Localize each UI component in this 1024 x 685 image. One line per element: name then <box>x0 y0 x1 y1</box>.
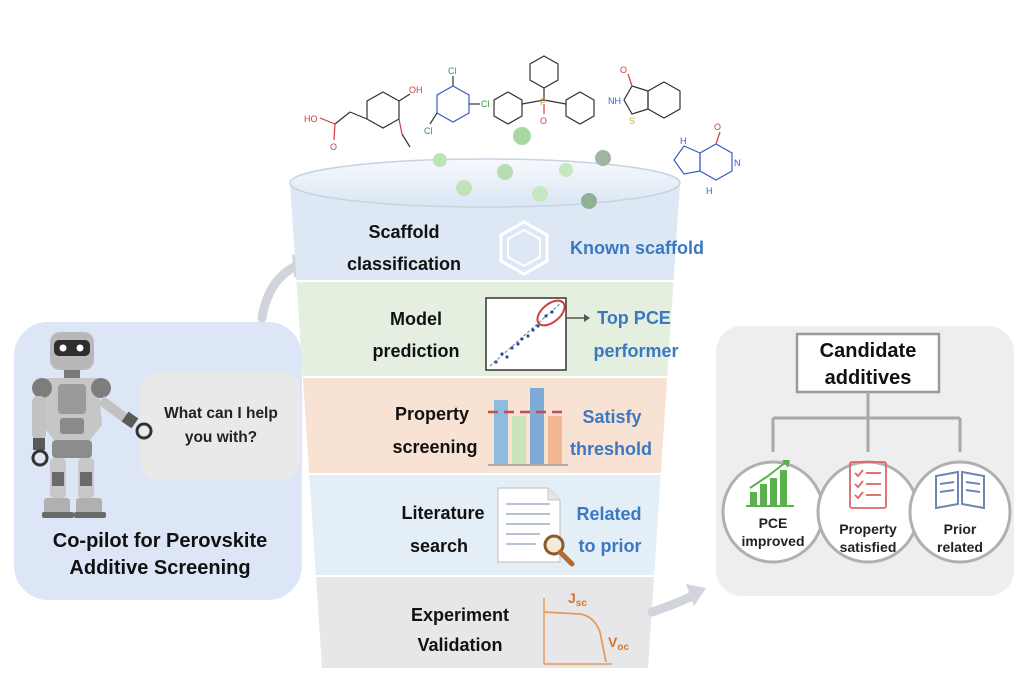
stage-5-label-line-2: Validation <box>417 635 502 655</box>
atom-label: Cl <box>448 66 457 76</box>
stage-4-result-line-2: to prior <box>579 536 642 556</box>
robot-icon <box>31 332 153 518</box>
atom-label: NH <box>608 96 621 106</box>
candidate-item-line-2: related <box>937 539 983 555</box>
stage-band-4 <box>290 474 680 576</box>
stage-5-label-line-1: Experiment <box>411 605 509 625</box>
copilot-title-line-2: Additive Screening <box>69 557 250 579</box>
triphenylphosphine-oxide-molecule <box>493 55 595 125</box>
atom-label: O <box>620 65 627 75</box>
stage-3-result-line-1: Satisfy <box>582 407 641 427</box>
bar-chart-threshold-icon <box>488 388 568 466</box>
stage-3-label-line-1: Property <box>395 404 469 424</box>
speech-bubble-line-1: What can I help <box>164 405 278 422</box>
arrow-right-icon <box>566 314 590 322</box>
hypoxanthine-molecule <box>673 131 733 181</box>
candidate-item-pce: PCE improved <box>721 460 825 564</box>
candidate-item-prior: Prior related <box>908 460 1012 564</box>
atom-label: S <box>629 116 635 126</box>
funnel-rim <box>289 158 681 208</box>
atom-label: N <box>734 158 741 168</box>
stage-1-result-line-1: Known scaffold <box>570 238 704 258</box>
benzisothiazolinone-molecule <box>623 73 681 119</box>
atom-label: HO <box>304 114 318 124</box>
growth-chart-icon <box>746 460 794 507</box>
open-book-icon <box>935 470 985 510</box>
atom-label: H <box>706 186 713 196</box>
stage-2-result-line-2: performer <box>593 341 678 361</box>
stage-band-3 <box>290 377 680 474</box>
atom-label: H <box>680 136 687 146</box>
molecule-structures: OH HO O Cl Cl Cl P O O <box>304 55 741 196</box>
candidate-title-line-1: Candidate <box>820 340 917 362</box>
jv-axis-y-label: Jsc <box>568 590 587 609</box>
atom-label: Cl <box>481 99 490 109</box>
atom-label: O <box>714 122 721 132</box>
stage-band-5 <box>290 576 680 668</box>
candidate-item-line-2: improved <box>741 533 804 549</box>
stage-3-result-line-2: threshold <box>570 439 652 459</box>
speech-bubble-line-2: you with? <box>185 429 257 446</box>
stage-4-result-line-1: Related <box>576 504 641 524</box>
molecule-particles <box>433 127 611 209</box>
checklist-icon <box>849 461 887 509</box>
benzene-scaffold-icon <box>499 220 549 276</box>
candidate-item-property: Property satisfied <box>816 460 920 564</box>
tree-connectors <box>771 392 962 452</box>
candidates-panel: Candidate additives PCE improved <box>716 326 1014 596</box>
jv-axis-x-label: Voc <box>608 634 629 653</box>
arrow-funnel-to-candidates <box>647 584 706 617</box>
stage-4-label-line-2: search <box>410 536 468 556</box>
stage-4-label-line-1: Literature <box>401 503 484 523</box>
atom-label: P <box>540 97 546 107</box>
candidate-item-line-1: PCE <box>759 515 788 531</box>
cyanuric-chloride-molecule <box>429 76 480 125</box>
stage-2-result-line-1: Top PCE <box>597 308 671 328</box>
screening-funnel: Scaffold classification Known scaffold M… <box>289 127 704 668</box>
candidate-item-line-1: Property <box>839 521 897 537</box>
atom-label: OH <box>409 85 423 95</box>
ferulic-acid-molecule <box>319 91 411 148</box>
stage-2-label-line-1: Model <box>390 309 442 329</box>
document-search-icon <box>497 487 575 567</box>
atom-label: O <box>540 116 547 126</box>
stage-2-label-line-2: prediction <box>372 341 459 361</box>
stage-1-label-line-2: classification <box>347 254 461 274</box>
speech-bubble: What can I help you with? <box>140 372 300 480</box>
parity-plot-icon <box>485 297 567 371</box>
candidate-title-line-2: additives <box>825 367 912 389</box>
copilot-panel: What can I help you with? <box>14 322 302 600</box>
stage-3-label-line-2: screening <box>392 437 477 457</box>
atom-label: O <box>330 142 337 152</box>
jv-curve-icon <box>543 598 612 665</box>
stage-band-2 <box>290 281 680 377</box>
copilot-title-line-1: Co-pilot for Perovskite <box>53 530 267 552</box>
atom-label: Cl <box>424 126 433 136</box>
candidate-item-line-2: satisfied <box>840 539 897 555</box>
stage-1-label-line-1: Scaffold <box>368 222 439 242</box>
candidate-item-line-1: Prior <box>944 521 977 537</box>
